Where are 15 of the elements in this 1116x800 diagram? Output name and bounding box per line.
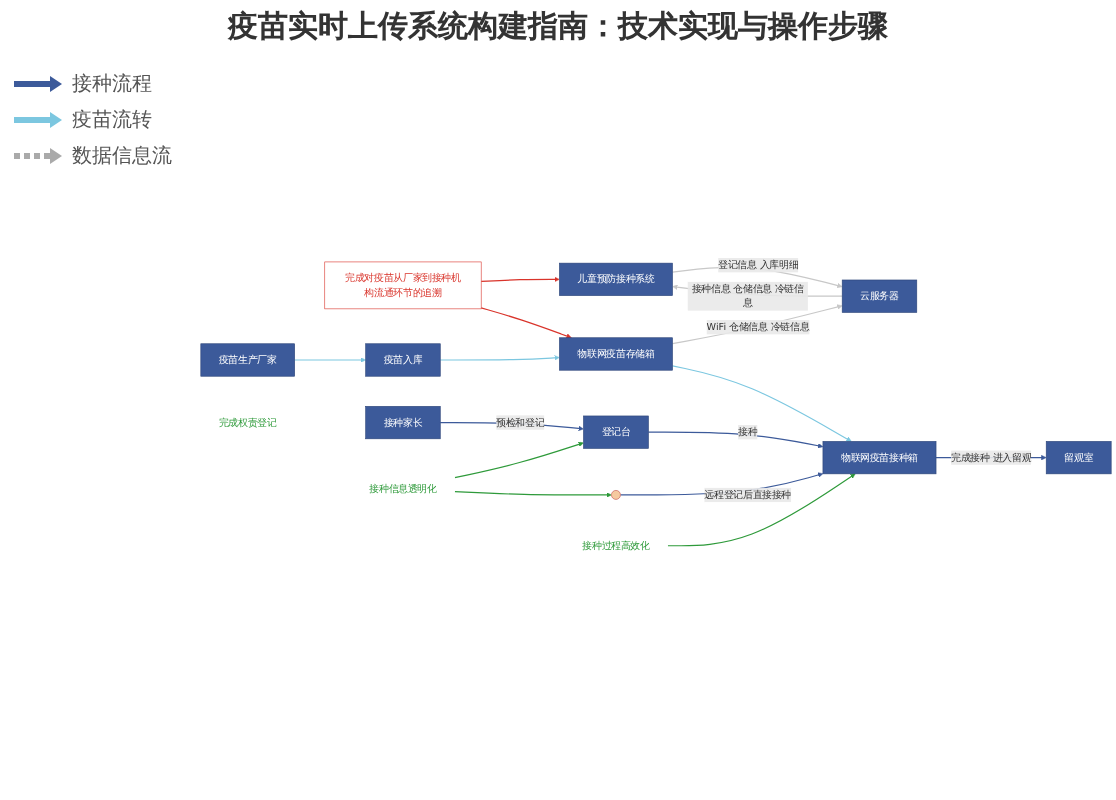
arrow: [647, 431, 824, 449]
arrow: [667, 473, 856, 547]
legend-label: 疫苗流转: [72, 107, 152, 134]
arrow: [671, 304, 843, 345]
legend-label: 接种流程: [72, 71, 152, 98]
arrow: [454, 441, 584, 479]
arrow: [480, 276, 560, 282]
node-person: [611, 490, 621, 500]
legend-label: 数据信息流: [72, 143, 172, 170]
arrow: [454, 490, 612, 498]
title: 疫苗实时上传系统构建指南：技术实现与操作步骤: [225, 8, 890, 46]
arrow: [294, 357, 366, 363]
arrow: [480, 307, 572, 339]
arrow: [439, 355, 560, 361]
arrow: [671, 365, 852, 442]
